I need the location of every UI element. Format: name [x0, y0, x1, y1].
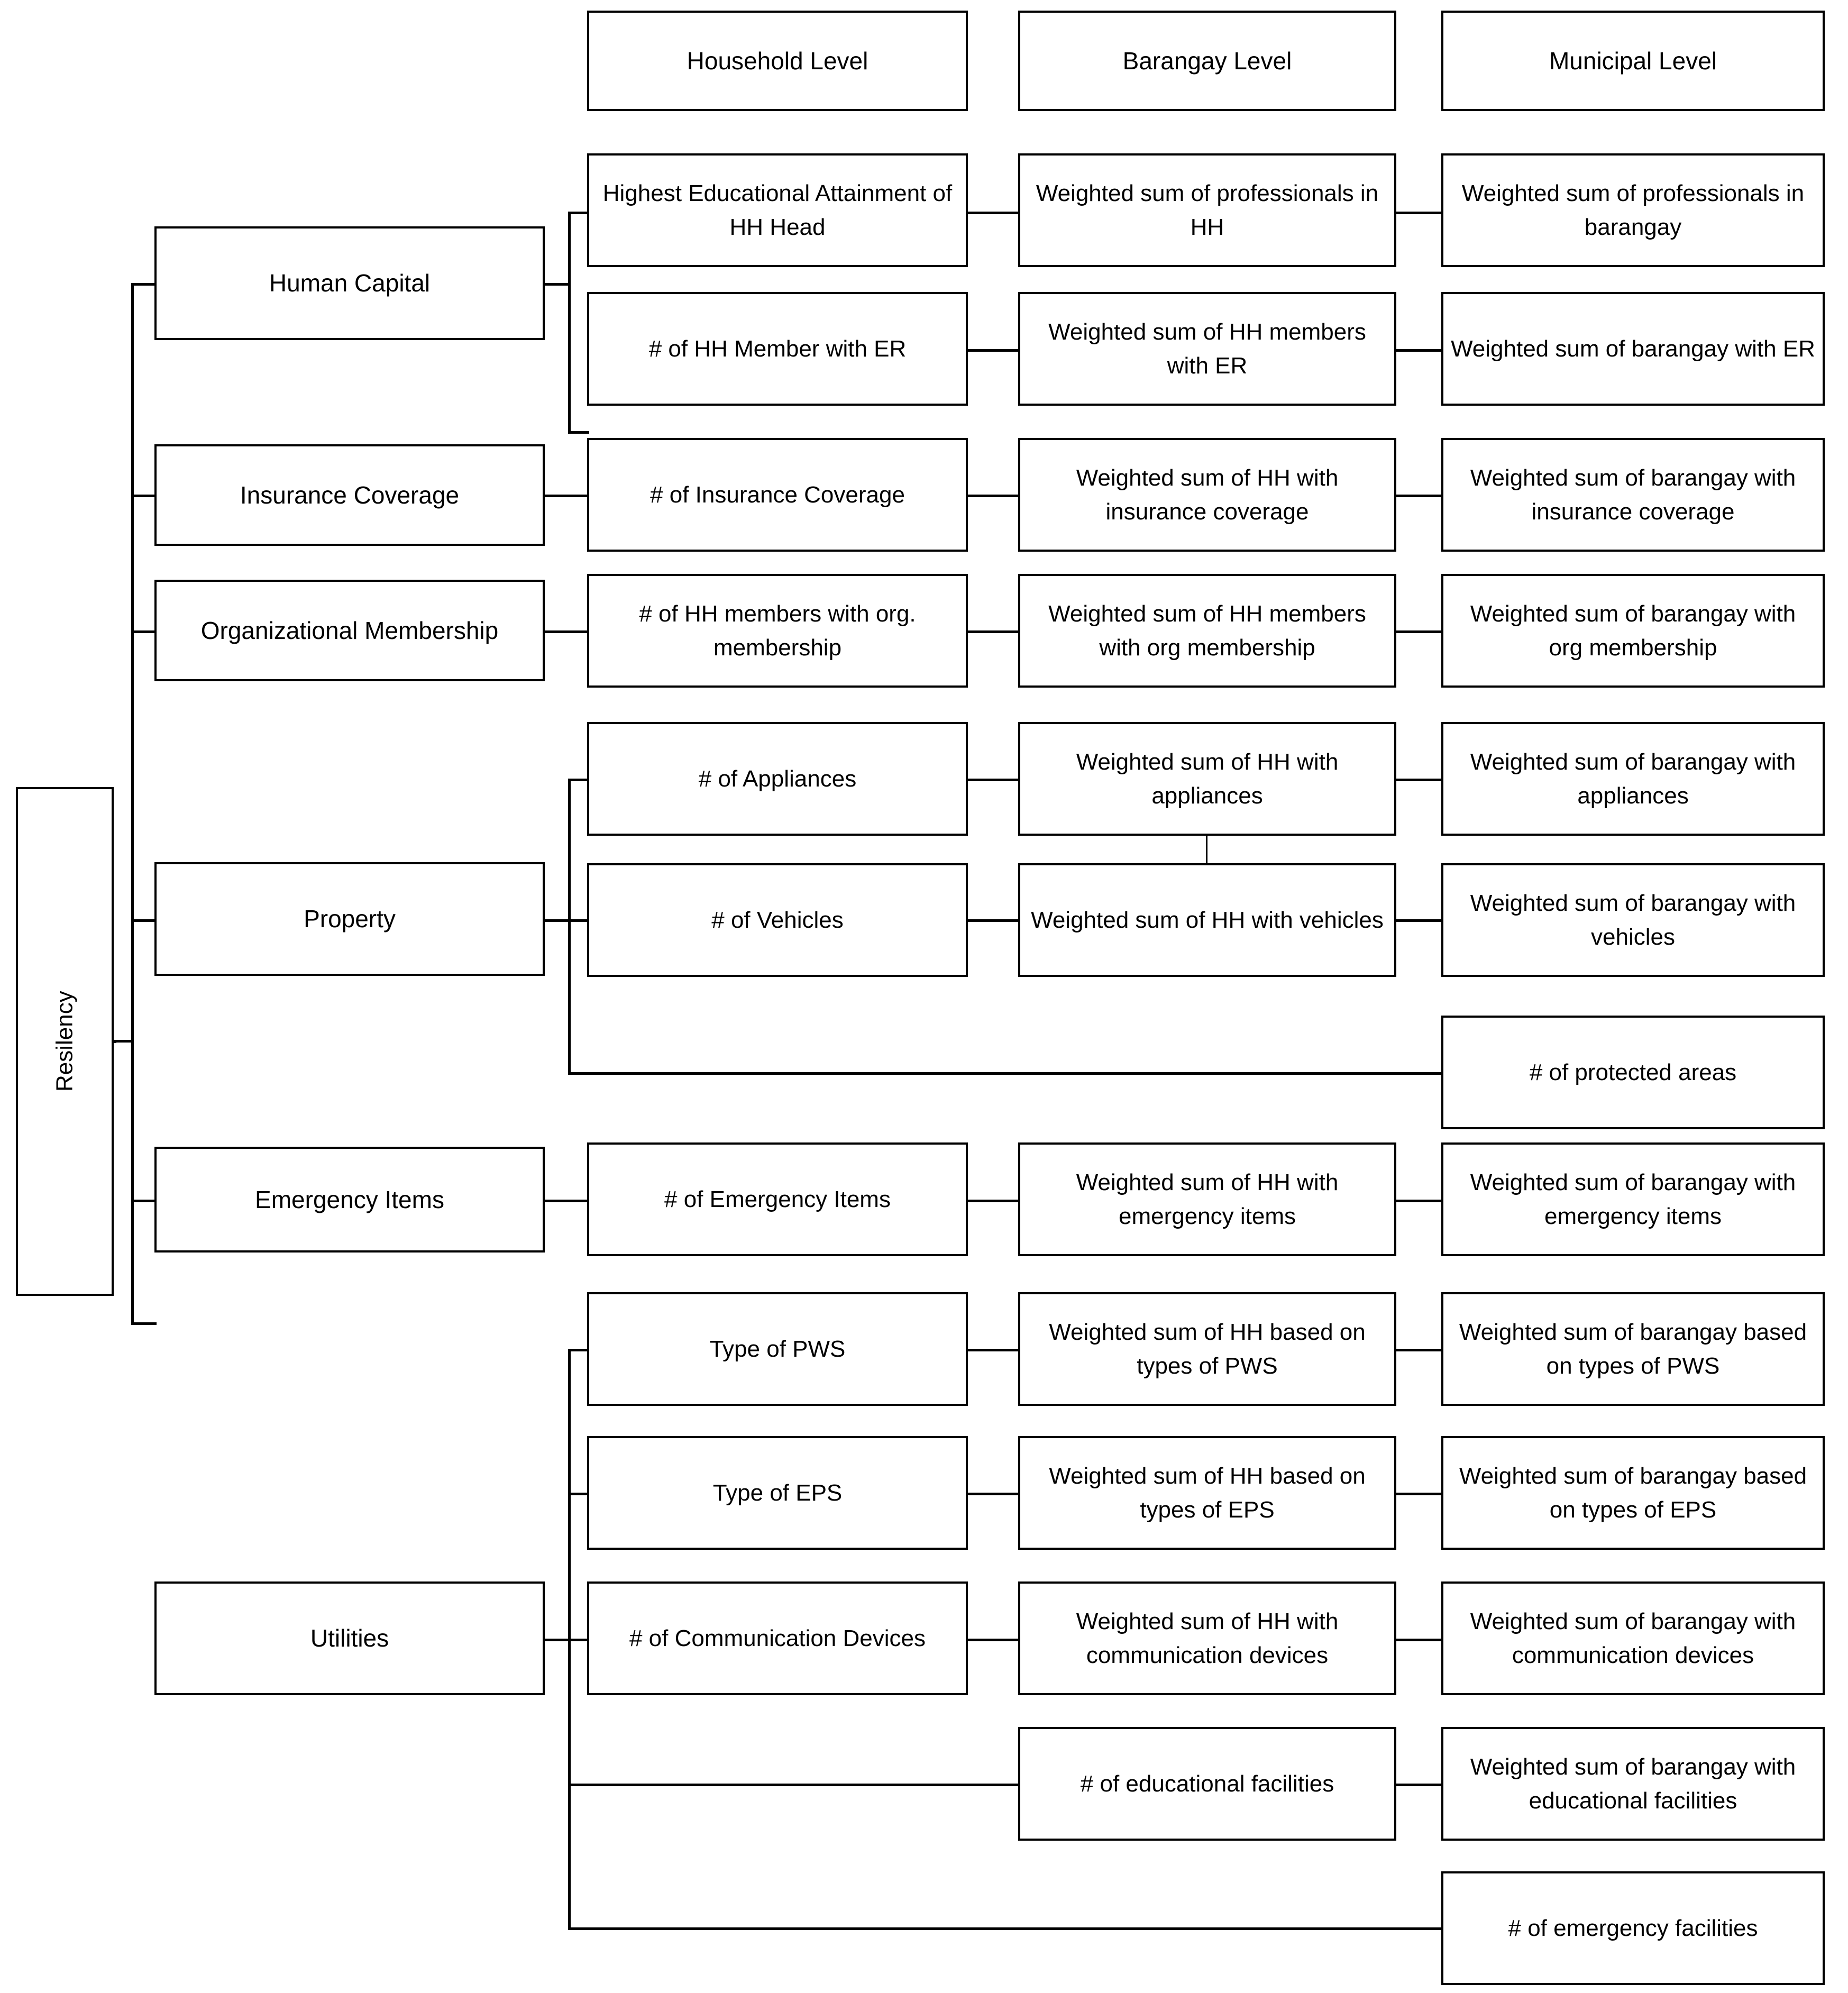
stub-human-capital [131, 283, 157, 286]
mun-node-barangay-with-vehicles: Weighted sum of barangay with vehicles [1441, 863, 1825, 977]
brgy-node-hh-with-appliances: Weighted sum of HH with appliances [1018, 722, 1396, 836]
mun-node-barangay-educational-facilities: Weighted sum of barangay with educationa… [1441, 1727, 1825, 1841]
brgy-node-hh-with-vehicles: Weighted sum of HH with vehicles [1018, 863, 1396, 977]
hh-node-communication-devices: # of Communication Devices [587, 1581, 968, 1695]
hh-node-org-membership: # of HH members with org. membership [587, 574, 968, 688]
brgy-node-hh-with-insurance: Weighted sum of HH with insurance covera… [1018, 438, 1396, 552]
link-utilities-out [545, 1639, 570, 1641]
link-prop-vehicles [568, 919, 589, 922]
stub-insurance-coverage [131, 495, 157, 497]
hh-node-insurance-coverage: # of Insurance Coverage [587, 438, 968, 552]
link-r10-brgy-mun [1395, 1639, 1443, 1641]
category-utilities: Utilities [154, 1581, 545, 1695]
link-r3-hh-brgy [967, 630, 1020, 633]
link-r5-hh-brgy [967, 919, 1020, 922]
link-hc-row2 [568, 431, 589, 434]
link-r8-hh-brgy [967, 1349, 1020, 1351]
mun-node-barangay-communication-devices: Weighted sum of barangay with communicat… [1441, 1581, 1825, 1695]
bracket-property [568, 779, 571, 1075]
category-spine [131, 283, 134, 1322]
link-util-emergency-facilities [568, 1927, 1444, 1930]
bracket-human-capital [568, 212, 571, 434]
category-organizational-membership: Organizational Membership [154, 580, 545, 681]
mun-node-barangay-with-insurance: Weighted sum of barangay with insurance … [1441, 438, 1825, 552]
hh-node-emergency-items: # of Emergency Items [587, 1142, 968, 1256]
category-property: Property [154, 862, 545, 976]
mun-node-barangay-with-emergency-items: Weighted sum of barangay with emergency … [1441, 1142, 1825, 1256]
link-r0-brgy-mun [1395, 212, 1443, 214]
link-prop-appliances [568, 779, 589, 781]
link-r1-brgy-mun [1395, 349, 1443, 352]
link-brgy-appliances-vehicles [1206, 835, 1207, 865]
link-r9-brgy-mun [1395, 1493, 1443, 1495]
category-emergency-items: Emergency Items [154, 1147, 545, 1253]
link-util-comm-devices [568, 1639, 589, 1641]
hh-node-hh-member-with-er: # of HH Member with ER [587, 292, 968, 406]
link-r8-brgy-mun [1395, 1349, 1443, 1351]
stub-organizational-membership [131, 630, 157, 633]
column-header-household: Household Level [587, 11, 968, 111]
link-r9-hh-brgy [967, 1493, 1020, 1495]
brgy-node-educational-facilities: # of educational facilities [1018, 1727, 1396, 1841]
category-insurance-coverage: Insurance Coverage [154, 444, 545, 546]
stub-emergency-items [131, 1200, 157, 1202]
category-human-capital: Human Capital [154, 226, 545, 340]
link-orgmem-out [545, 630, 589, 633]
mun-node-barangay-with-er: Weighted sum of barangay with ER [1441, 292, 1825, 406]
link-r1-hh-brgy [967, 349, 1020, 352]
brgy-node-professionals-in-hh: Weighted sum of professionals in HH [1018, 153, 1396, 267]
link-r7-hh-brgy [967, 1200, 1020, 1202]
link-r7-brgy-mun [1395, 1200, 1443, 1202]
link-r0-hh-brgy [967, 212, 1020, 214]
link-r11-brgy-mun [1395, 1784, 1443, 1786]
column-header-barangay: Barangay Level [1018, 11, 1396, 111]
hh-node-educational-attainment: Highest Educational Attainment of HH Hea… [587, 153, 968, 267]
mun-node-barangay-types-of-pws: Weighted sum of barangay based on types … [1441, 1292, 1825, 1406]
mun-node-barangay-types-of-eps: Weighted sum of barangay based on types … [1441, 1436, 1825, 1550]
link-r2-brgy-mun [1395, 495, 1443, 497]
stub-property [131, 919, 157, 922]
column-header-municipal: Municipal Level [1441, 11, 1825, 111]
brgy-node-hh-members-with-er: Weighted sum of HH members with ER [1018, 292, 1396, 406]
mun-node-protected-areas: # of protected areas [1441, 1016, 1825, 1129]
hh-node-type-of-pws: Type of PWS [587, 1292, 968, 1406]
link-r4-brgy-mun [1395, 779, 1443, 781]
brgy-node-hh-types-of-eps: Weighted sum of HH based on types of EPS [1018, 1436, 1396, 1550]
mun-node-professionals-in-barangay: Weighted sum of professionals in baranga… [1441, 153, 1825, 267]
link-util-pws [568, 1349, 589, 1351]
stub-utilities [131, 1322, 157, 1325]
link-prop-protected-areas [568, 1072, 1444, 1075]
link-r3-brgy-mun [1395, 630, 1443, 633]
mun-node-emergency-facilities: # of emergency facilities [1441, 1871, 1825, 1985]
brgy-node-hh-communication-devices: Weighted sum of HH with communication de… [1018, 1581, 1396, 1695]
link-util-eps [568, 1493, 589, 1495]
link-human-capital-out [545, 283, 570, 286]
link-r5-brgy-mun [1395, 919, 1443, 922]
link-emergency-items-out [545, 1200, 589, 1202]
hh-node-appliances: # of Appliances [587, 722, 968, 836]
link-r4-hh-brgy [967, 779, 1020, 781]
mun-node-barangay-org-membership: Weighted sum of barangay with org member… [1441, 574, 1825, 688]
root-node-resilency: Resilency [16, 787, 114, 1296]
link-r10-hh-brgy [967, 1639, 1020, 1641]
brgy-node-hh-types-of-pws: Weighted sum of HH based on types of PWS [1018, 1292, 1396, 1406]
link-insurance-out [545, 495, 589, 497]
root-connector [114, 1040, 132, 1043]
hh-node-type-of-eps: Type of EPS [587, 1436, 968, 1550]
link-property-out [545, 919, 570, 922]
brgy-node-hh-with-emergency-items: Weighted sum of HH with emergency items [1018, 1142, 1396, 1256]
link-r2-hh-brgy [967, 495, 1020, 497]
link-util-educational-facilities [568, 1784, 1021, 1786]
mun-node-barangay-with-appliances: Weighted sum of barangay with appliances [1441, 722, 1825, 836]
brgy-node-hh-members-org-membership: Weighted sum of HH members with org memb… [1018, 574, 1396, 688]
hh-node-vehicles: # of Vehicles [587, 863, 968, 977]
link-hc-row1 [568, 212, 589, 214]
